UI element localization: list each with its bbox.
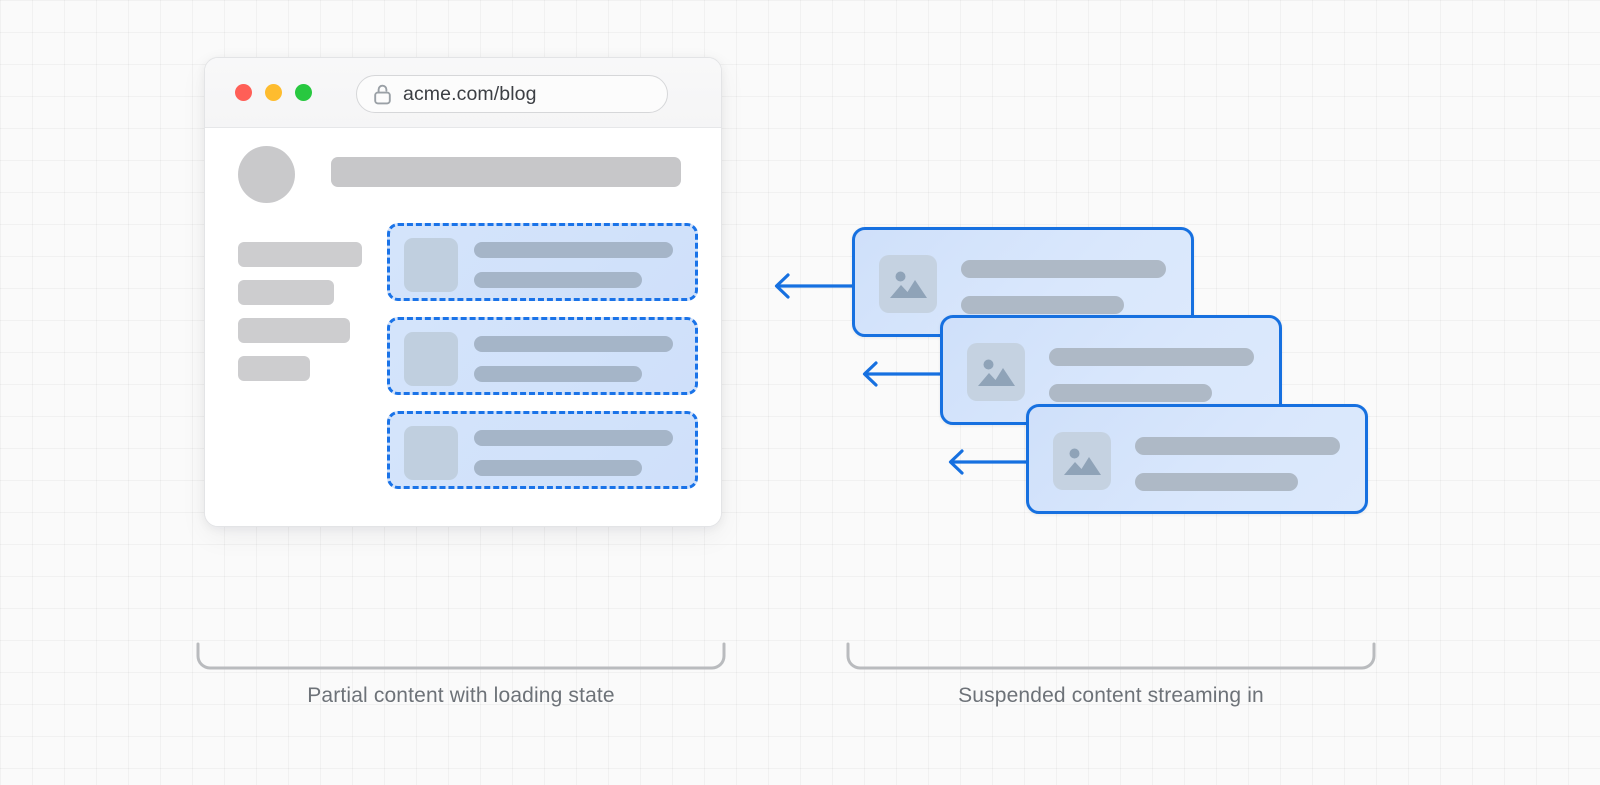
image-placeholder-icon [879,255,937,313]
thumbnail-placeholder-icon [404,238,458,292]
card-text-line-primary [961,260,1166,278]
card-text-line-secondary [961,296,1124,314]
sidebar-skeleton-3 [238,318,350,343]
image-placeholder-icon [1053,432,1111,490]
left-caption: Partial content with loading state [307,684,615,707]
image-glyph [978,359,1015,386]
sidebar-skeleton-4 [238,356,310,381]
loading-row-3[interactable] [387,411,698,489]
browser-chrome: acme.com/blog [205,58,721,128]
sidebar-skeleton-2 [238,280,334,305]
row-text-line-secondary [474,366,642,382]
card-text-line-secondary [1049,384,1212,402]
image-placeholder-icon [967,343,1025,401]
loading-row-1[interactable] [387,223,698,301]
url-input[interactable]: acme.com/blog [356,75,668,113]
close-button[interactable] [235,84,252,101]
right-caption: Suspended content streaming in [958,684,1264,707]
lock-icon [374,84,391,104]
browser-content [205,128,721,526]
card-text-line-primary [1049,348,1254,366]
minimize-button[interactable] [265,84,282,101]
card-text-line-secondary [1135,473,1298,491]
card-text-line-primary [1135,437,1340,455]
image-glyph [890,271,927,298]
thumbnail-placeholder-icon [404,332,458,386]
row-text-line-primary [474,430,673,446]
row-text-line-secondary [474,272,642,288]
url-text: acme.com/blog [403,82,537,105]
avatar-placeholder [238,146,295,203]
row-text-line-primary [474,336,673,352]
zoom-button[interactable] [295,84,312,101]
left-bracket [196,642,726,670]
title-skeleton-bar [331,157,681,187]
traffic-light-group [235,84,312,101]
stream-card-3[interactable] [1026,404,1368,514]
row-text-line-secondary [474,460,642,476]
thumbnail-placeholder-icon [404,426,458,480]
image-glyph [1064,448,1101,475]
row-text-line-primary [474,242,673,258]
right-bracket [846,642,1376,670]
loading-row-2[interactable] [387,317,698,395]
sidebar-skeleton-1 [238,242,362,267]
browser-window: acme.com/blog [204,57,722,527]
